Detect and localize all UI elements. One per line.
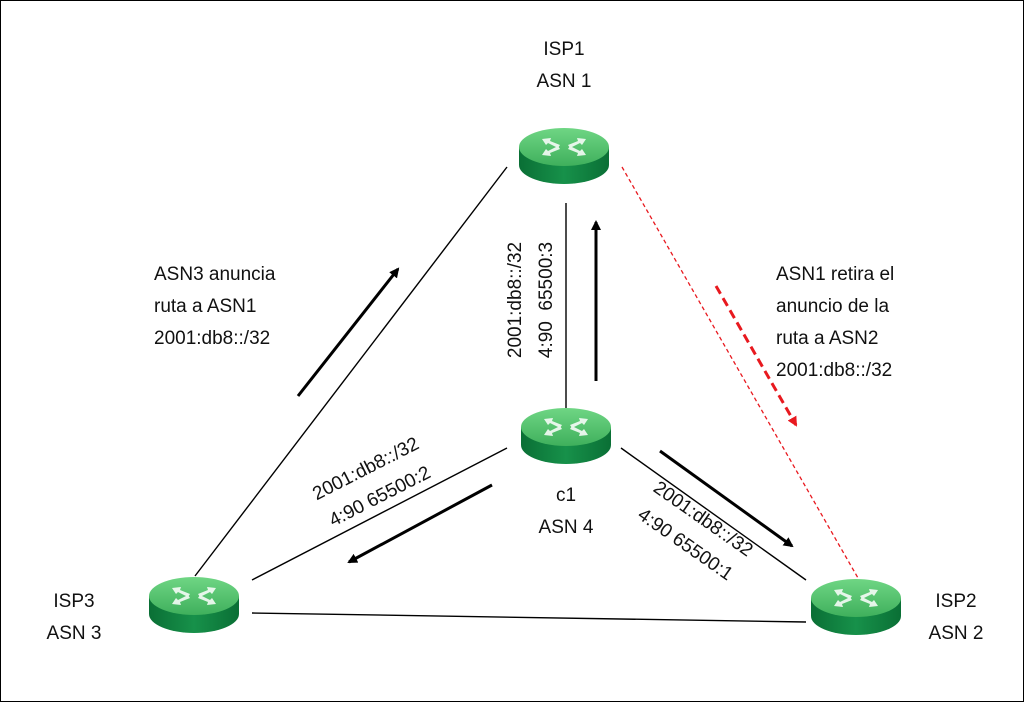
asn1-note-line1: ASN1 retira el (776, 264, 895, 285)
asn3-announce-note: ASN3 anuncia ruta a ASN1 2001:db8::/32 (154, 259, 275, 355)
isp2-name: ISP2 (935, 591, 977, 612)
isp1-asn: ASN 1 (536, 71, 592, 92)
arrow-withdraw-asn1-to-asn2 (714, 285, 798, 427)
isp3-name: ISP3 (53, 591, 95, 612)
asn3-note-line2: ruta a ASN1 (154, 296, 257, 317)
asn1-withdraw-note: ASN1 retira el anuncio de la ruta a ASN2… (776, 259, 894, 387)
asn1-note-line4: 2001:db8::/32 (776, 360, 893, 381)
router-isp1-icon (519, 128, 609, 184)
link-c1-isp2 (620, 447, 807, 581)
c1-asn: ASN 4 (538, 517, 594, 538)
asn3-note-line3: 2001:db8::/32 (154, 328, 271, 349)
withdrawn-link-isp1-isp2 (621, 166, 859, 579)
isp3-label: ISP3 ASN 3 (24, 586, 124, 650)
arrow-c1-to-isp2 (659, 449, 794, 548)
isp2-label: ISP2 ASN 2 (906, 586, 1006, 650)
isp1-name: ISP1 (543, 39, 585, 60)
route-to-isp1-community: 4:90 65500:3 (536, 241, 557, 359)
links (194, 166, 807, 623)
router-isp2-icon (811, 579, 901, 635)
asn1-note-line3: ruta a ASN2 (776, 328, 879, 349)
link-c1-isp3 (251, 447, 508, 581)
route-to-isp1-prefix: 2001:db8::/32 (505, 241, 526, 359)
isp3-asn: ASN 3 (46, 623, 102, 644)
arrow-asn3-to-asn1 (296, 267, 400, 397)
router-isp3-icon (149, 577, 239, 633)
route-label-to-isp1: 2001:db8::/32 4:90 65500:3 (500, 220, 562, 380)
isp2-asn: ASN 2 (928, 623, 984, 644)
c1-name: c1 (555, 485, 577, 506)
arrow-c1-to-isp3 (347, 483, 493, 564)
asn3-note-line1: ASN3 anuncia (154, 264, 276, 285)
link-isp1-isp3 (194, 166, 508, 577)
router-c1-icon (521, 408, 611, 464)
asn1-note-line2: anuncio de la (776, 296, 890, 317)
c1-label: c1 ASN 4 (516, 480, 616, 544)
link-isp3-isp2 (251, 612, 807, 623)
isp1-label: ISP1 ASN 1 (514, 34, 614, 98)
